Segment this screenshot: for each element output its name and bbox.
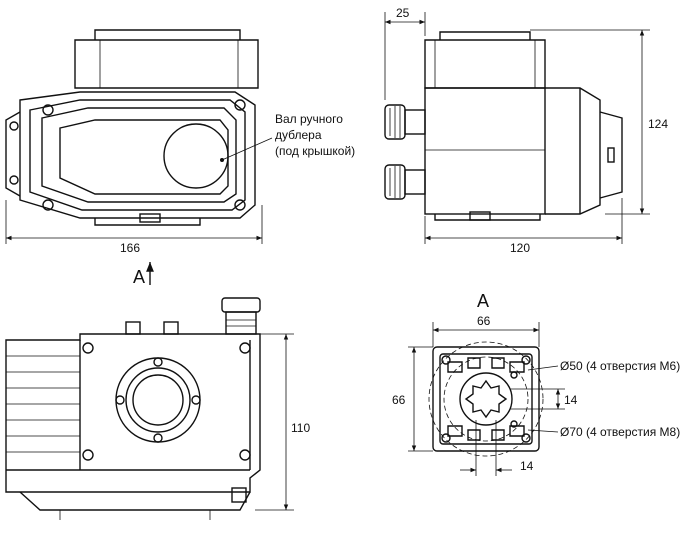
side-view: 25 124 120 <box>384 6 668 255</box>
holes-70-label: Ø70 (4 отверстия М8) <box>560 425 680 439</box>
manual-override-line2: дублера <box>275 128 322 142</box>
bottom-body <box>5 333 261 493</box>
dim-gland-offset: 25 <box>396 6 410 20</box>
view-arrow-label: A <box>133 267 145 287</box>
dim-flange-width: 66 <box>477 314 491 328</box>
view-a: A 66 66 <box>392 291 680 476</box>
manual-override-line3: (под крышкой) <box>275 144 355 158</box>
dim-front-width: 166 <box>120 241 140 255</box>
bottom-cable-gland <box>221 297 261 335</box>
holes-50-label: Ø50 (4 отверстия М6) <box>560 359 680 373</box>
bottom-view: 110 <box>5 297 310 520</box>
side-body <box>424 87 546 215</box>
flange-outer-circle <box>115 357 201 443</box>
cable-gland-bottom <box>384 164 426 200</box>
dim-bottom-height: 110 <box>291 421 310 435</box>
front-top-cap <box>74 39 259 89</box>
dim-side-height: 124 <box>648 117 668 131</box>
dim-side-depth: 120 <box>510 241 530 255</box>
star-shaft <box>464 379 508 419</box>
dim-shaft-horizontal: 14 <box>520 459 534 473</box>
manual-shaft-circle <box>163 123 229 189</box>
flange-square <box>432 346 540 452</box>
view-a-title: A <box>477 291 489 311</box>
front-cover <box>19 91 256 219</box>
dim-shaft-vertical: 14 <box>564 393 578 407</box>
dim-flange-height: 66 <box>392 393 406 407</box>
front-view: 166 A <box>5 29 273 287</box>
manual-override-line1: Вал ручного <box>275 112 343 126</box>
cable-gland-top <box>384 104 426 140</box>
